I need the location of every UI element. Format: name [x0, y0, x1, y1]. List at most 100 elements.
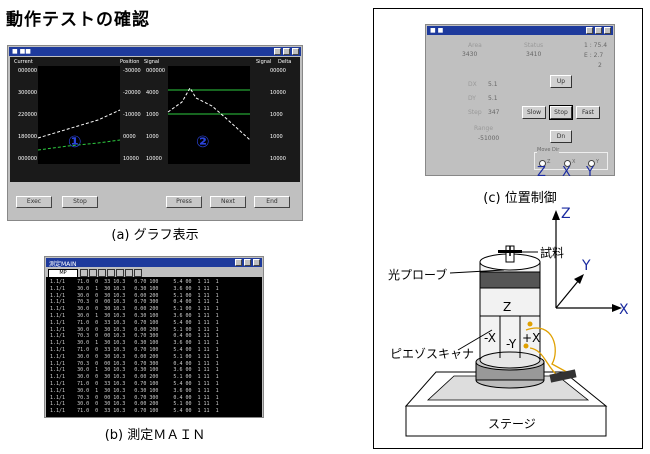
caption-a: (a) グラフ表示 [111, 228, 199, 243]
stop-button[interactable]: Stop [62, 196, 98, 208]
left-plot-header-signal: Signal [144, 59, 160, 65]
measure-row: 1.1/1 70.3 0 00 10.3 0.70 300 0.4 00 1 1… [50, 333, 219, 340]
toolbar-save-icon[interactable] [89, 269, 97, 277]
measure-row: 1.1/1 71.0 0 33 10.3 0.70 100 5.4 00 1 1… [50, 279, 219, 285]
radio-x[interactable] [564, 160, 571, 167]
graph-window-title: ■ ■■ [12, 48, 31, 55]
measure-row: 1.1/1 30.0 0 30 10.3 0.00 200 5.1 00 1 1… [50, 374, 219, 381]
toolbar-graph-icon[interactable] [125, 269, 133, 277]
measure-row: 1.1/1 30.0 1 30 10.3 0.30 100 3.6 00 1 1… [50, 285, 219, 292]
right-plot-left-label: 4000 [146, 90, 159, 96]
right-plot-right-label: 1000 [270, 112, 283, 118]
measure-main-title: 測定MAIN [49, 261, 77, 268]
measure-row: 1.1/1 30.0 1 30 10.3 0.30 100 3.6 00 1 1… [50, 340, 219, 347]
close-button[interactable] [253, 259, 260, 266]
minimize-button[interactable] [274, 48, 281, 55]
caption-b: (b) 測定ＭＡＩＮ [104, 428, 206, 443]
left-plot-y-label: 300000 [18, 90, 38, 96]
measure-row: 1.1/1 30.0 1 30 10.3 0.30 100 3.6 00 1 1… [50, 387, 219, 394]
stop-button[interactable]: Stop [549, 105, 573, 120]
right-plot-left-label: 1000 [146, 112, 159, 118]
coord-axis-y: Y [582, 258, 591, 274]
press-button[interactable]: Press [166, 196, 202, 208]
radio-z[interactable] [539, 160, 546, 167]
toolbar-help-icon[interactable] [134, 269, 142, 277]
measure-row: 1.1/1 30.0 0 30 10.3 0.00 200 5.1 00 1 1… [50, 292, 219, 299]
measure-row: 1.1/1 30.0 1 30 10.3 0.30 100 3.6 00 1 1… [50, 367, 219, 374]
next-button[interactable]: Next [210, 196, 246, 208]
optical-probe [505, 245, 515, 263]
maximize-button[interactable] [595, 27, 602, 34]
left-plot-right-label: 0000 [123, 134, 136, 140]
range-label: Range [474, 125, 494, 132]
minimize-button[interactable] [235, 259, 242, 266]
up-button[interactable]: Up [550, 75, 572, 88]
toolbar-open-icon[interactable] [80, 269, 88, 277]
position-control-window: ■ ■ Area 3430 Status 3410 1 : 75.4 E : 2… [425, 24, 615, 176]
close-button[interactable] [604, 27, 611, 34]
right-plot-number: ② [196, 132, 210, 151]
electrode-label-minus-x: -X [484, 331, 496, 345]
step-value: 347 [488, 109, 500, 116]
area-label: Area [468, 42, 482, 49]
electrode-label-plus-x: +X [522, 331, 541, 345]
dx-value: 5.1 [488, 81, 498, 88]
readout-1: 1 : 75.4 [584, 42, 608, 49]
toolbar: MP [46, 268, 262, 278]
slow-button[interactable]: Slow [522, 106, 546, 119]
right-plot-header-delta: Delta [278, 59, 292, 65]
left-plot-y-label: 000000 [18, 156, 38, 162]
electrode-label-z: Z [503, 300, 512, 314]
area-value: 3430 [462, 51, 478, 58]
right-plot-left-label: 10000 [146, 156, 162, 162]
connector [549, 369, 577, 383]
coordinate-axes [552, 210, 622, 312]
piezo-cylinder [479, 253, 541, 369]
coord-axis-x: X [619, 302, 629, 318]
maximize-button[interactable] [244, 259, 251, 266]
electrode-dot [523, 343, 529, 349]
axis-label-y: Y [586, 165, 594, 180]
minimize-button[interactable] [586, 27, 593, 34]
axis-label-x: X [562, 165, 571, 180]
right-plot-left-label: 000000 [146, 68, 166, 74]
status-label: Status [524, 42, 544, 49]
left-plot-y-label: 220000 [18, 112, 38, 118]
toolbar-print-icon[interactable] [98, 269, 106, 277]
caption-c: (c) 位置制御 [483, 191, 557, 206]
measure-row: 1.1/1 30.0 0 30 10.3 0.00 200 5.1 00 1 1… [50, 401, 219, 408]
sample [498, 250, 522, 253]
left-plot-header-position: Position [120, 59, 140, 65]
position-control-titlebar: ■ ■ [427, 26, 613, 35]
left-plot-green-trace [37, 139, 121, 151]
toolbar-stop-icon[interactable] [116, 269, 124, 277]
graph-window: ■ ■■ Current Position Signal 000000 3000… [7, 45, 303, 221]
measure-row: 1.1/1 70.3 0 00 10.3 0.70 300 0.4 00 1 1… [50, 360, 219, 367]
measure-row: 1.1/1 30.0 0 30 10.3 0.00 200 5.1 00 1 1… [50, 353, 219, 360]
toolbar-run-icon[interactable] [107, 269, 115, 277]
end-button[interactable]: End [254, 196, 290, 208]
electrode-dot [527, 321, 533, 327]
right-plot-right-label: 00000 [270, 68, 286, 74]
dy-value: 5.1 [488, 95, 498, 102]
close-button[interactable] [292, 48, 299, 55]
right-plot-left-label: 1000 [146, 134, 159, 140]
exec-button[interactable]: Exec [16, 196, 52, 208]
left-plot-white-trace [37, 109, 121, 139]
measure-data-area: 1.1/1 71.0 0 33 10.3 0.70 100 5.4 00 1 1… [46, 277, 262, 417]
graph-window-titlebar: ■ ■■ [9, 47, 301, 56]
readout-2: E : 2.7 [584, 52, 604, 59]
maximize-button[interactable] [283, 48, 290, 55]
measure-row: 1.1/1 71.0 0 33 10.3 0.70 100 5.4 00 1 1… [50, 408, 219, 415]
fast-button[interactable]: Fast [576, 106, 600, 119]
status-value: 3410 [526, 51, 542, 58]
move-dir-label: Move Dir [537, 147, 560, 153]
move-dir-group: Move Dir Z X Y [534, 147, 608, 170]
range-value: -51000 [478, 135, 500, 142]
measure-row: 1.1/1 30.0 1 30 10.3 0.30 100 3.6 00 1 1… [50, 313, 219, 319]
coord-axis-z: Z [561, 206, 571, 222]
dx-label: DX [468, 81, 477, 88]
measure-row: 1.1/1 30.0 0 30 10.3 0.00 200 5.1 00 1 1… [50, 326, 219, 333]
down-button[interactable]: Dn [550, 130, 572, 143]
radio-y[interactable] [588, 160, 595, 167]
